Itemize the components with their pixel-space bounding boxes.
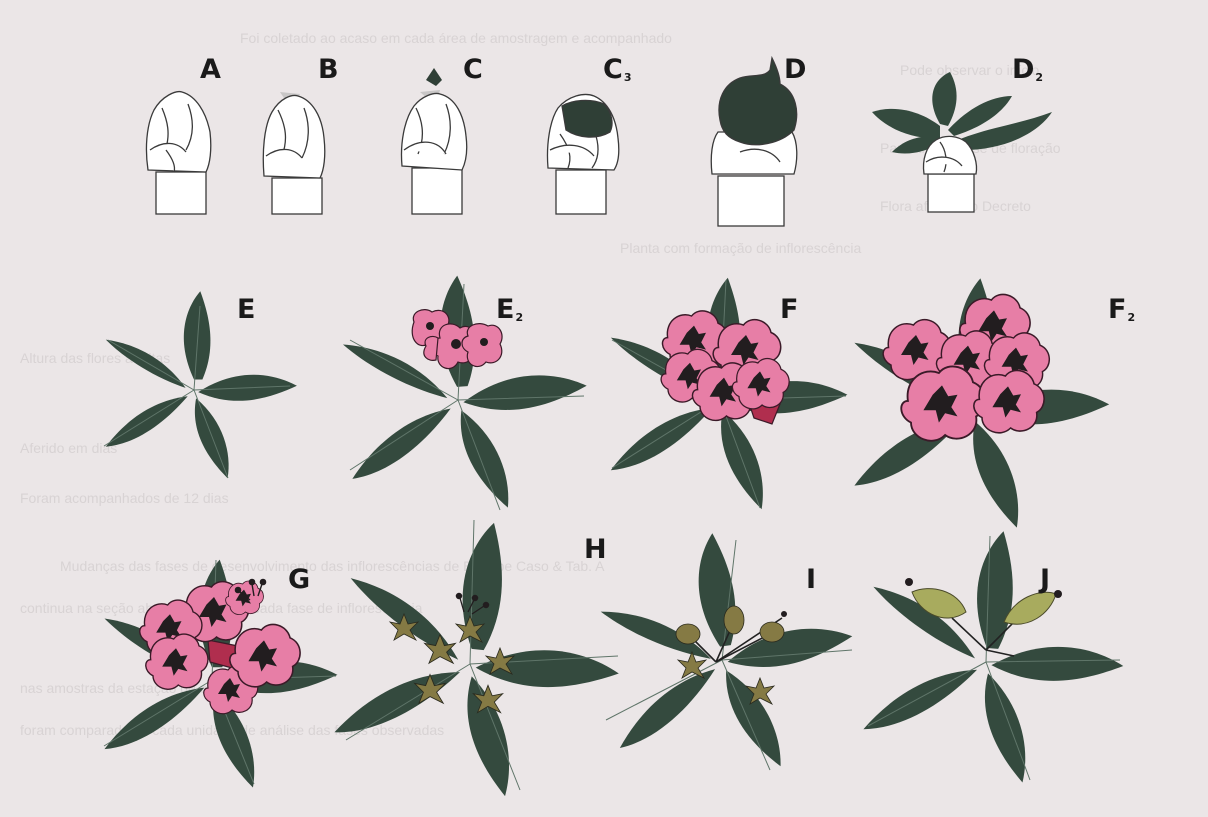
stage-label-e: E [237,296,256,323]
bud-stage-a-illustration [146,92,210,214]
bud-row [146,58,1052,226]
stage-label-g: G [288,566,311,593]
bud-stage-c-illustration [402,68,467,214]
leaf-rosette-e [106,291,297,478]
stage-label-c: C [463,56,484,83]
stage-label-a: A [200,56,222,83]
stage-label-j: J [1040,566,1051,593]
bud-stage-d2-illustration [872,72,1052,212]
bud-stage-b-illustration [263,92,325,214]
stage-label-c3: C3 [603,56,631,83]
flowers-g [140,581,300,714]
stage-label-f: F [780,296,799,323]
flowers-f [661,311,789,424]
bud-stage-c3-illustration [547,95,618,215]
stage-label-i: I [806,566,817,593]
stage-label-b: B [318,56,340,83]
stage-label-d: D [784,56,807,83]
stage-label-e2: E2 [496,296,523,323]
stage-label-f2: F2 [1108,296,1135,323]
leaf-rosette-j [860,523,1132,789]
flowers-f2 [883,294,1049,440]
stage-label-h: H [584,536,608,563]
stage-label-d2: D2 [1012,56,1043,83]
capsule-tip-i [781,611,787,617]
leaf-rosette-e2 [339,267,595,518]
